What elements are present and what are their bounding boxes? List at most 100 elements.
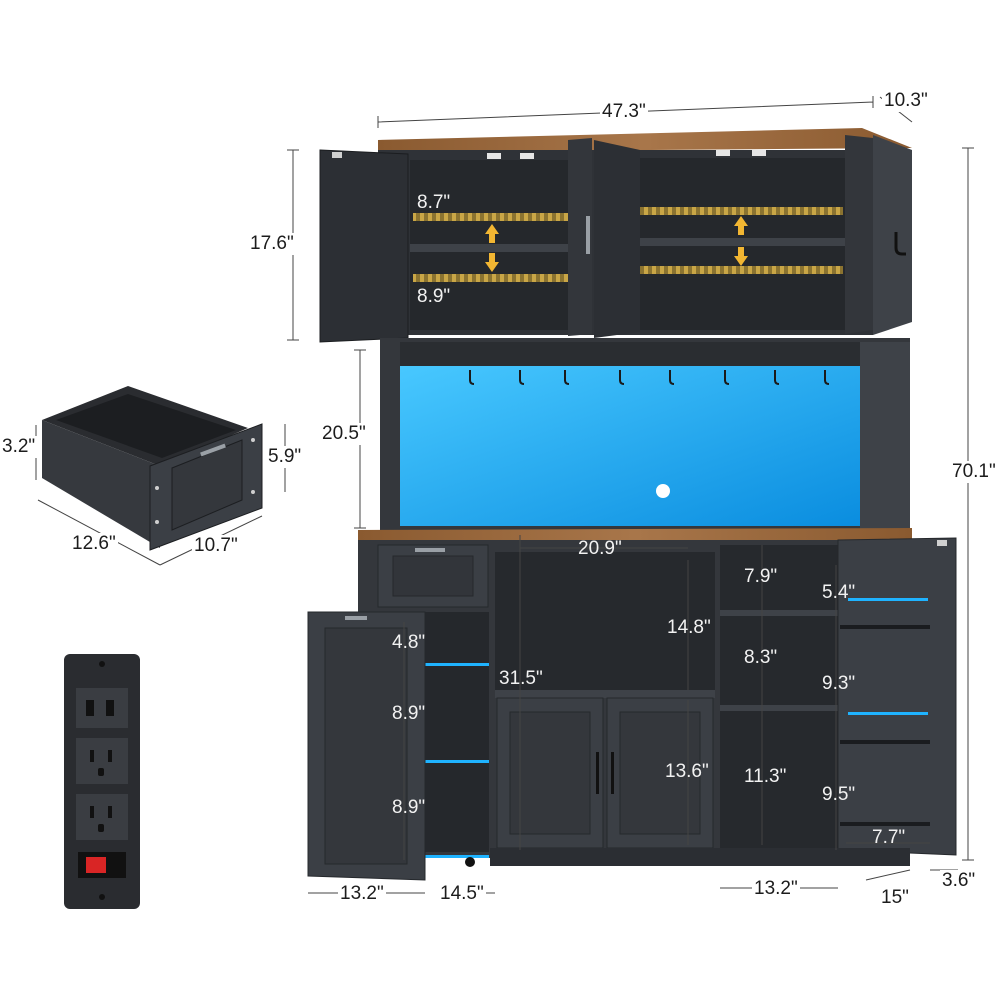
drawer-handle: [415, 548, 445, 552]
power-switch-icon: [86, 857, 106, 873]
label-right-door-shelf-2: 9.3": [822, 673, 856, 694]
cord-hole: [656, 484, 670, 498]
label-total-height: 70.1": [950, 461, 998, 483]
arrow-up-icon: [734, 216, 748, 235]
label-right-cabinet-width: 13.2": [752, 878, 800, 900]
screw-icon: [99, 894, 105, 900]
label-center-width: 20.9": [578, 538, 622, 559]
label-left-door-shelf-2: 8.9": [392, 703, 426, 724]
side-hook: [894, 232, 906, 256]
led-strip: [425, 855, 489, 858]
hutch-header: [400, 342, 860, 366]
top-door-right: [845, 135, 873, 334]
glass-rack: [469, 370, 830, 385]
top-left-shelf: [410, 244, 570, 252]
label-drawer-width: 12.6": [70, 533, 118, 555]
label-left-cabinet-width: 14.5": [438, 883, 486, 905]
door-rack-bar: [840, 822, 930, 826]
label-top-shelf-lower: 8.9": [417, 286, 451, 307]
right-shelf: [720, 610, 840, 616]
arrow-up-icon: [485, 224, 499, 243]
door-handle: [611, 752, 614, 794]
base-cabinet: [307, 537, 957, 881]
drawer-box-interior: [56, 394, 236, 458]
power-strip: [64, 654, 140, 909]
top-cabinet-wood-top: [378, 128, 912, 152]
puck-light: [752, 150, 766, 156]
label-right-door-shelf-1: 5.4": [822, 582, 856, 603]
top-cabinet: [319, 128, 912, 343]
dimension-lines: [35, 96, 974, 894]
screw-icon: [155, 486, 159, 490]
label-left-door-shelf-1: 4.8": [392, 632, 426, 653]
usb-box: [76, 688, 128, 728]
label-right-shelf-2: 8.3": [744, 647, 778, 668]
center-open-area: [495, 552, 715, 692]
countertop-wood: [358, 528, 912, 542]
arrow-down-icon: [734, 247, 748, 266]
door-handle: [596, 752, 599, 794]
label-hutch-height: 20.5": [320, 423, 368, 445]
label-top-shelf-upper: 8.7": [417, 192, 451, 213]
label-top-cabinet-height: 17.6": [248, 233, 296, 255]
label-drawer-depth: 10.7": [192, 535, 240, 557]
screw-icon: [155, 520, 159, 524]
label-right-door-shelf-3: 9.5": [822, 784, 856, 805]
label-right-door-width: 7.7": [872, 827, 906, 848]
puck-light: [487, 153, 501, 159]
usb-port-icon: [86, 700, 94, 716]
drawer-detail: [42, 386, 263, 551]
dim-line-total-height: [962, 147, 974, 861]
label-drawer-outer-height: 5.9": [266, 446, 304, 468]
door-rack-bar: [840, 740, 930, 744]
microwave-shelf: [495, 690, 715, 698]
door-handle: [586, 216, 590, 254]
led-strip: [425, 663, 489, 666]
top-door-center-left: [568, 138, 592, 336]
label-total-depth: 10.3": [882, 90, 930, 112]
label-drawer-inner-height: 3.2": [0, 436, 38, 458]
drawer-box-left: [42, 420, 160, 548]
shelf-adjust-stripe: [413, 274, 568, 282]
led-strip: [425, 760, 489, 763]
top-right-shelf: [640, 238, 845, 246]
hinge: [332, 152, 342, 158]
drawer-handle: [200, 443, 226, 457]
arrow-down-icon: [485, 253, 499, 272]
hutch: [380, 338, 910, 530]
label-base-height: 31.5": [499, 668, 543, 689]
label-right-shelf-1: 7.9": [744, 566, 778, 587]
dim-line-right-door: [835, 565, 930, 850]
door-panel: [619, 711, 701, 835]
shelf-adjust-stripe: [413, 213, 568, 221]
top-door-left: [319, 149, 409, 343]
label-right-shelf-3: 11.3": [744, 766, 787, 787]
base-plinth: [490, 848, 910, 866]
led-strip: [848, 712, 928, 715]
screw-icon: [251, 438, 255, 442]
ac-outlet-icon: [90, 750, 112, 776]
puck-light: [716, 150, 730, 156]
door-handle: [345, 616, 367, 620]
screw-icon: [251, 490, 255, 494]
shelf-adjust-stripe: [640, 207, 843, 215]
led-backlight-panel: [400, 366, 860, 526]
outlet-box: [76, 738, 128, 784]
label-door-depth: 3.6": [940, 870, 978, 892]
shelf-adjust-stripe: [640, 266, 843, 274]
led-strip: [848, 598, 928, 601]
hinge: [937, 540, 947, 546]
screw-icon: [99, 661, 105, 667]
right-interior: [720, 545, 840, 850]
base-door-right: [837, 537, 957, 856]
label-left-door-shelf-3: 8.9": [392, 797, 426, 818]
drawer-panel: [392, 555, 474, 597]
top-cabinet-side: [873, 135, 912, 335]
door-rack-bar: [840, 625, 930, 629]
label-center-lower-height: 13.6": [665, 761, 709, 782]
outlet-box: [76, 794, 128, 840]
hutch-side-right: [860, 342, 910, 530]
caster-wheel: [465, 857, 475, 867]
puck-light: [520, 153, 534, 159]
right-shelf: [720, 705, 840, 711]
